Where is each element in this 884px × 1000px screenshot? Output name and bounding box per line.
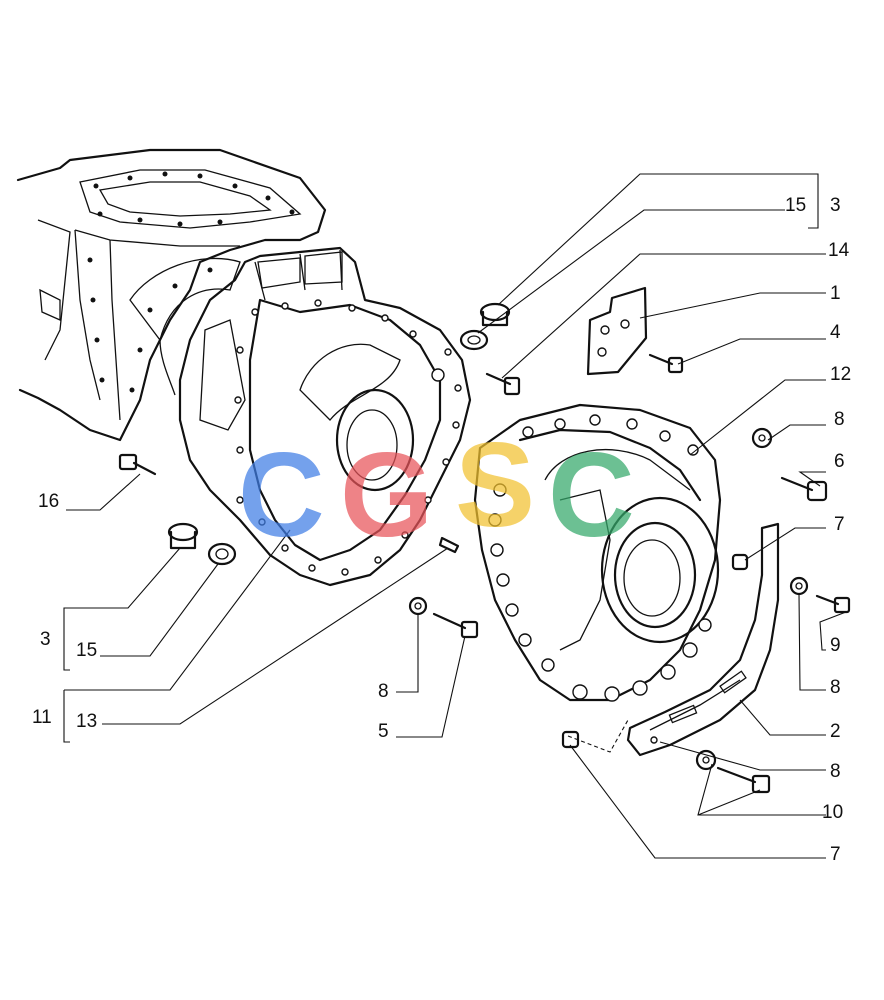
callout-14: 14 <box>828 240 850 261</box>
callout-3-lower: 3 <box>40 629 51 650</box>
callout-5: 5 <box>378 721 389 742</box>
callout-4: 4 <box>830 322 841 343</box>
callout-7-lower: 7 <box>830 844 841 865</box>
transmission-housing <box>16 148 327 442</box>
callout-8-bottom: 8 <box>830 761 841 782</box>
watermark-letter-s: S <box>455 418 536 552</box>
adapter-plate-holes <box>234 299 462 576</box>
callout-7-upper: 7 <box>834 514 845 535</box>
callout-3-upper: 3 <box>830 195 841 216</box>
rear-housing <box>473 403 722 702</box>
watermark-letter-g: G <box>340 428 434 562</box>
callout-13: 13 <box>76 711 98 732</box>
callout-15-lower: 15 <box>76 640 98 661</box>
strap-part-2 <box>626 522 780 757</box>
callout-6: 6 <box>834 451 845 472</box>
watermark-letter-c1: C <box>238 428 325 562</box>
leader-lines <box>63 173 847 859</box>
callout-2: 2 <box>830 721 841 742</box>
adapter-plate <box>178 246 472 587</box>
callout-15-upper: 15 <box>785 195 807 216</box>
callout-8-left: 8 <box>378 681 389 702</box>
callout-8-right-top: 8 <box>834 409 845 430</box>
callout-11: 11 <box>32 707 52 728</box>
callout-8-right-mid: 8 <box>830 677 841 698</box>
callout-1: 1 <box>830 283 841 304</box>
watermark-letter-c2: C <box>548 428 635 562</box>
callout-12: 12 <box>830 364 852 385</box>
rear-housing-studs <box>488 414 712 702</box>
callout-10: 10 <box>822 802 844 823</box>
housing-bolt-holes <box>87 171 295 393</box>
callout-16: 16 <box>38 491 60 512</box>
callout-9: 9 <box>830 635 841 656</box>
plate-part-1 <box>586 286 648 376</box>
fasteners <box>118 302 851 794</box>
